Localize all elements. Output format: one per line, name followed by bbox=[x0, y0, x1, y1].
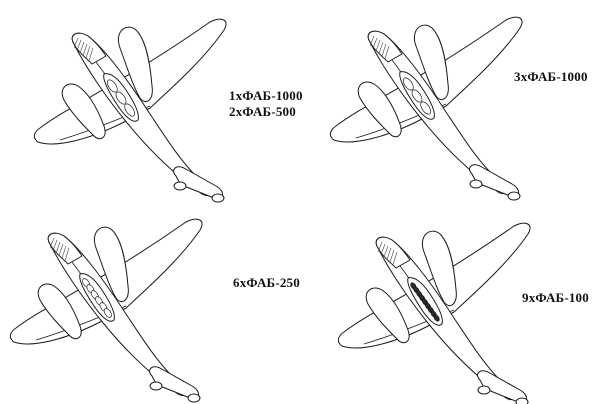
nose-hatch-line bbox=[55, 241, 61, 254]
variant-label-6x250: 6хФАБ-250 bbox=[233, 275, 300, 291]
tail-fin bbox=[173, 181, 187, 191]
bomb-mark bbox=[411, 89, 423, 103]
nose-hatch-line bbox=[384, 45, 390, 59]
glazed-nose bbox=[375, 236, 411, 269]
tail-fin bbox=[507, 191, 521, 201]
variant-label-line: 1хФАБ-1000 bbox=[229, 88, 303, 103]
engine-nacelle bbox=[94, 226, 129, 302]
engine-nacelle bbox=[61, 83, 106, 140]
nose-hatch-line bbox=[73, 37, 79, 49]
nose-hatch-line bbox=[64, 247, 70, 261]
nose-hatch-line bbox=[76, 39, 82, 51]
nose-hatch-line bbox=[389, 249, 395, 263]
bomb-mark bbox=[107, 79, 118, 93]
nose-hatch-line bbox=[79, 41, 85, 54]
bomb-mark bbox=[420, 101, 431, 115]
variant-label-3x1000: 3хФАБ-1000 bbox=[514, 69, 588, 85]
nose-hatch-line bbox=[88, 47, 94, 61]
nose-hatch-line bbox=[377, 241, 383, 253]
tail-fin bbox=[211, 193, 225, 203]
bomb-mark bbox=[433, 314, 440, 322]
bomb-mark bbox=[115, 91, 127, 105]
nose-hatch-line bbox=[369, 35, 375, 47]
nose-hatch-line bbox=[383, 245, 389, 258]
bomb-mark bbox=[124, 103, 135, 117]
nose-hatch-line bbox=[386, 247, 392, 260]
variant-label-9x100: 9хФАБ-100 bbox=[522, 290, 589, 306]
nose-hatch-line bbox=[375, 39, 381, 52]
engine-nacelle bbox=[365, 287, 410, 344]
glazed-nose bbox=[71, 32, 107, 65]
variant-label-line: 9хФАБ-100 bbox=[522, 290, 589, 305]
variant-label-line: 6хФАБ-250 bbox=[233, 275, 300, 290]
glazed-nose bbox=[367, 30, 403, 63]
bomb-mark bbox=[403, 77, 414, 91]
variant-label-1x1000-2x500: 1хФАБ-1000 2хФАБ-500 bbox=[229, 88, 303, 120]
nose-hatch-line bbox=[58, 243, 64, 256]
tail-fin bbox=[187, 393, 201, 403]
bomb-load-6x250-icon bbox=[82, 278, 112, 318]
nose-hatch-line bbox=[61, 245, 67, 259]
nose-hatch-line bbox=[392, 251, 398, 265]
engine-nacelle bbox=[37, 283, 82, 340]
tail-fin bbox=[477, 385, 491, 395]
nose-hatch-line bbox=[372, 37, 378, 49]
nose-hatch-line bbox=[85, 45, 91, 59]
glazed-nose bbox=[47, 232, 83, 265]
engine-nacelle bbox=[414, 24, 449, 100]
bomb-load-3x1000-icon bbox=[403, 77, 431, 115]
nose-hatch-line bbox=[49, 237, 55, 249]
variant-label-line: 2хФАБ-500 bbox=[229, 104, 296, 119]
tail-fin bbox=[149, 381, 163, 391]
nose-hatch-line bbox=[378, 41, 384, 54]
bomb-load-1x1000-2x500-icon bbox=[107, 79, 135, 117]
bomb-load-9x100-icon bbox=[410, 282, 440, 322]
nose-hatch-line bbox=[82, 43, 88, 56]
engine-nacelle bbox=[118, 26, 153, 102]
nose-hatch-line bbox=[52, 239, 58, 251]
tail-fin bbox=[469, 179, 483, 189]
tail-fin bbox=[515, 397, 529, 404]
nose-hatch-line bbox=[381, 43, 387, 57]
engine-nacelle bbox=[357, 81, 402, 138]
engine-nacelle bbox=[422, 230, 457, 306]
nose-hatch-line bbox=[380, 243, 386, 255]
variant-label-line: 3хФАБ-1000 bbox=[514, 69, 588, 84]
bomb-mark bbox=[103, 308, 112, 318]
